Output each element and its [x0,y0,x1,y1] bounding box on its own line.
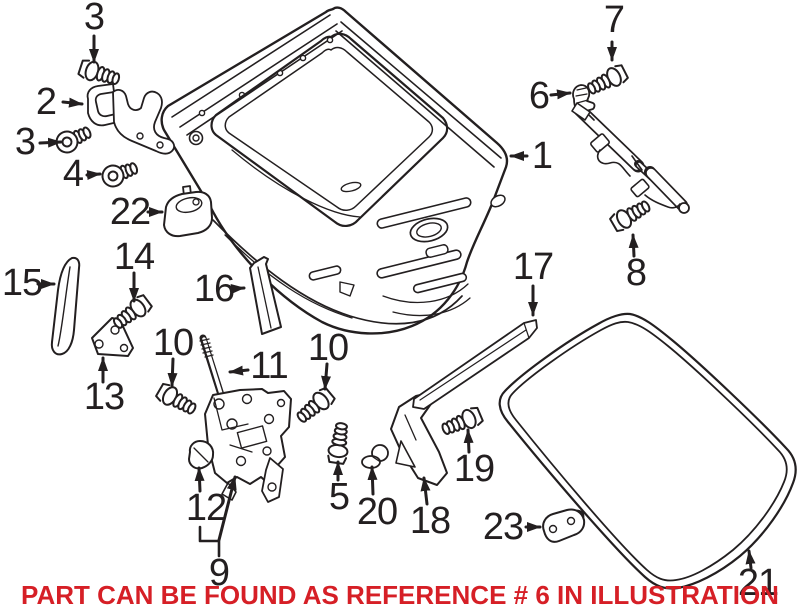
bumper-block-22-drawing [163,185,213,238]
callout-label-4: 4 [62,153,84,195]
bolt-3-lower-drawing [52,120,96,157]
callout-label-16: 16 [193,268,235,310]
trim-blade-15-drawing [50,256,81,356]
bolt-5-drawing [325,420,353,466]
callout-label-17: 17 [512,246,554,288]
bolt-4-drawing [98,156,142,191]
callout-label-12: 12 [185,487,227,529]
bolt-10-right-drawing [292,385,338,428]
callout-label-20: 20 [356,491,398,533]
striker-23-drawing [542,508,586,543]
callout-9-bracket [198,525,221,558]
bolt-8-drawing [607,195,654,235]
callout-label-11: 11 [250,345,288,387]
caption: PART CAN BE FOUND AS REFERENCE # 6 IN IL… [21,580,779,608]
grommet-20-drawing [361,444,389,469]
callout-label-10-right: 10 [307,327,349,369]
callout-label-1: 1 [531,135,553,177]
callout-label-3-upper: 3 [83,0,105,38]
callout-label-9: 9 [208,552,230,594]
callout-label-14: 14 [113,236,155,278]
trim-strip-16-drawing [249,256,282,335]
callout-label-18: 18 [409,500,451,542]
callout-label-7: 7 [603,0,625,41]
callout-label-23: 23 [482,506,524,548]
callout-label-13: 13 [83,376,125,418]
bolt-10-left-drawing [153,380,200,420]
callout-label-2: 2 [35,81,57,123]
rubber-wedge-12-drawing [188,440,215,470]
liftgate-panel-drawing [160,6,509,335]
latch-assembly-9-drawing [204,388,292,503]
callout-label-5: 5 [328,476,350,518]
callout-label-8: 8 [625,252,647,294]
weatherstrip-seal-drawing [498,312,797,590]
hinge-bracket-2-drawing [86,83,175,155]
bolt-7-drawing [583,62,631,100]
trim-strip-17-drawing [412,319,538,410]
callout-label-21: 21 [737,562,779,604]
bolt-3-upper-drawing [76,57,123,90]
bolt-19-drawing [438,404,485,440]
lift-support-strut-drawing [571,84,690,214]
callout-label-3-lower: 3 [14,121,36,163]
callout-arrows [36,34,756,570]
callout-label-6: 6 [528,75,550,117]
bracket-13-drawing [91,317,134,357]
callout-label-10-left: 10 [152,322,194,364]
callout-label-22: 22 [109,191,151,233]
callout-label-19: 19 [453,448,495,490]
bolt-14-drawing [108,292,155,334]
callout-label-15: 15 [1,262,43,304]
lock-rod-11-drawing [199,334,226,402]
